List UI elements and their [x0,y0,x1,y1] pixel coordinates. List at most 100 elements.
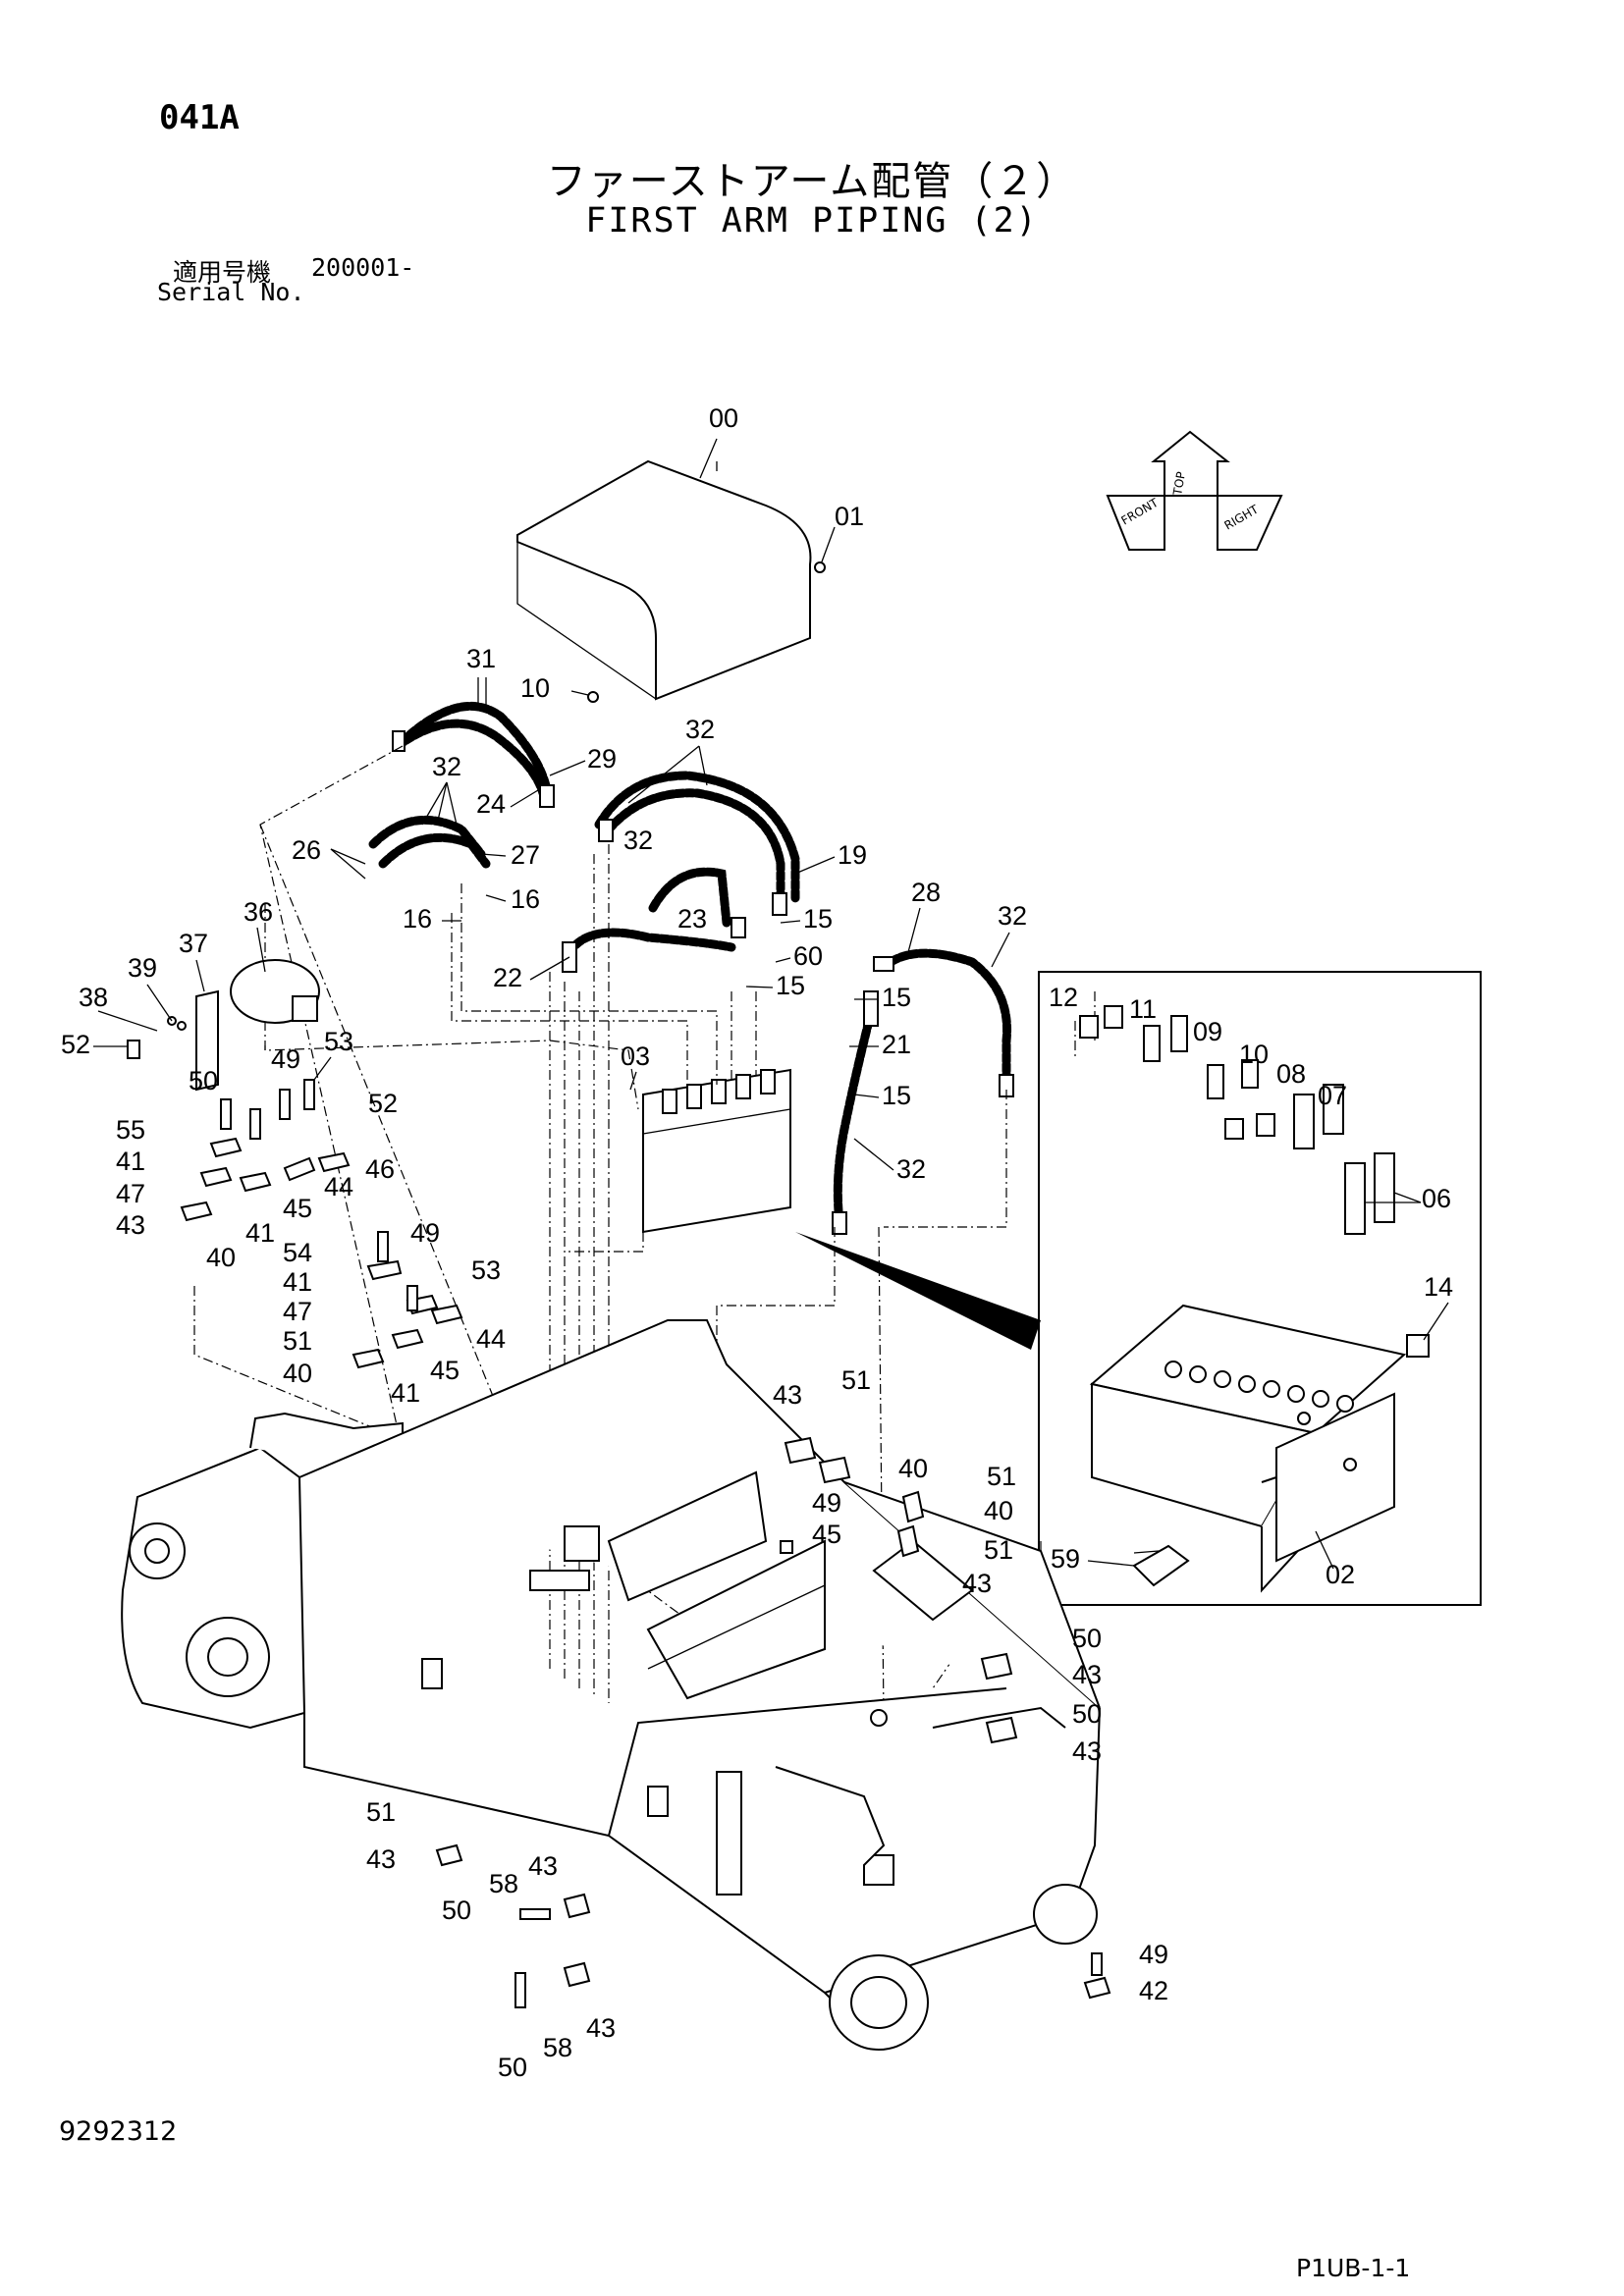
callout-49-b: 49 [410,1218,440,1248]
callout-59: 59 [1051,1544,1080,1574]
callout-51-c: 51 [987,1462,1016,1491]
callout-41-d: 41 [391,1378,420,1408]
callout-10-b: 10 [1239,1040,1269,1069]
callout-46: 46 [365,1154,395,1184]
callout-24: 24 [476,789,506,819]
callout-12: 12 [1049,983,1078,1012]
callout-leaders [93,677,1449,1570]
callout-02: 02 [1326,1560,1355,1589]
callout-58-a: 58 [489,1869,518,1898]
callout-16-b: 16 [403,904,432,934]
callout-37: 37 [179,929,208,958]
callout-41-b: 41 [245,1218,275,1248]
valve-block-detail [1089,1304,1407,1593]
callout-43-c: 43 [962,1569,992,1598]
callout-21: 21 [882,1030,911,1059]
callout-15-a: 15 [803,904,833,934]
callout-52-b: 52 [368,1089,398,1118]
callout-47-b: 47 [283,1297,312,1326]
callout-60: 60 [793,941,823,971]
callout-51-b: 51 [841,1365,871,1395]
callout-50-c: 50 [1072,1699,1102,1729]
callout-15-d: 15 [882,1081,911,1110]
serial-number: 200001- [311,253,415,282]
callout-16-a: 16 [511,884,540,914]
callout-49-a: 49 [271,1044,300,1074]
callout-32-a: 32 [685,715,715,744]
valve-block-center [642,1068,791,1234]
callout-52-a: 52 [61,1030,90,1059]
orientation-icon: FRONT TOP RIGHT [1106,430,1283,551]
title-english: FIRST ARM PIPING (2) [585,201,1039,240]
callout-32-b: 32 [432,752,461,781]
callout-26: 26 [292,835,321,865]
callout-43-a: 43 [116,1210,145,1240]
callout-03: 03 [621,1041,650,1071]
callout-44-a: 44 [324,1172,353,1201]
callout-27: 27 [511,840,540,870]
callout-08: 08 [1276,1059,1306,1089]
callout-10: 10 [520,673,550,703]
callout-40-a: 40 [206,1243,236,1272]
clamp-group-lower [352,1231,463,1369]
callout-43-b: 43 [773,1380,802,1410]
callout-49-d: 49 [1139,1940,1168,1969]
accumulator-bracket [127,959,320,1092]
callout-43-e: 43 [1072,1736,1102,1766]
callout-50-a: 50 [189,1066,218,1095]
callout-41-c: 41 [283,1267,312,1297]
callout-45-b: 45 [430,1356,460,1385]
callout-29: 29 [587,744,617,774]
callout-51-a: 51 [283,1326,312,1356]
callout-28: 28 [911,878,941,907]
callout-31: 31 [466,644,496,673]
callout-39: 39 [128,953,157,983]
callout-43-h: 43 [586,2013,616,2043]
callout-23: 23 [677,904,707,934]
callout-43-g: 43 [528,1851,558,1881]
detail-frame [795,971,1482,1606]
detail-fittings [1079,1005,1430,1358]
callout-50-e: 50 [498,2053,527,2082]
callout-45-a: 45 [283,1194,312,1223]
callout-44-b: 44 [476,1324,506,1354]
callout-15-c: 15 [882,983,911,1012]
orientation-top-label: TOP [1170,470,1188,497]
callout-50-d: 50 [442,1896,471,1925]
callout-labels: 00 01 10 31 29 24 32 32 26 27 16 16 32 2… [61,403,1453,2082]
page-reference: P1UB-1-1 [1296,2254,1411,2282]
callout-32-e: 32 [896,1154,926,1184]
clamp-group-bottom [435,1843,591,2008]
callout-51-d: 51 [984,1535,1013,1565]
arm-structure [121,1319,1101,2051]
callout-50-b: 50 [1072,1624,1102,1653]
callout-47-a: 47 [116,1179,145,1208]
callout-40-c: 40 [898,1454,928,1483]
serial-label-japanese: 適用号機 [173,258,272,287]
callout-51-e: 51 [366,1797,396,1827]
callout-06: 06 [1422,1184,1451,1213]
clamp-group-right [780,1436,1111,2000]
callout-49-c: 49 [812,1488,841,1518]
callout-14: 14 [1424,1272,1453,1302]
callout-15-b: 15 [776,971,805,1000]
callout-19: 19 [838,840,867,870]
callout-32-d: 32 [998,901,1027,931]
callout-54: 54 [283,1238,312,1267]
callout-42: 42 [1139,1976,1168,2005]
callout-53-a: 53 [324,1027,353,1056]
callout-53-b: 53 [471,1255,501,1285]
callout-32-c: 32 [623,826,653,855]
callout-22: 22 [493,963,522,992]
callout-55: 55 [116,1115,145,1145]
callout-36: 36 [244,897,273,927]
callout-00: 00 [709,403,738,433]
callout-07: 07 [1318,1081,1347,1110]
callout-40-d: 40 [984,1496,1013,1525]
callout-09: 09 [1193,1017,1222,1046]
clamp-group-upper [180,1079,351,1222]
callout-43-d: 43 [1072,1660,1102,1689]
drawing-number: 9292312 [59,2116,178,2147]
serial-label-english: Serial No. [157,278,305,306]
